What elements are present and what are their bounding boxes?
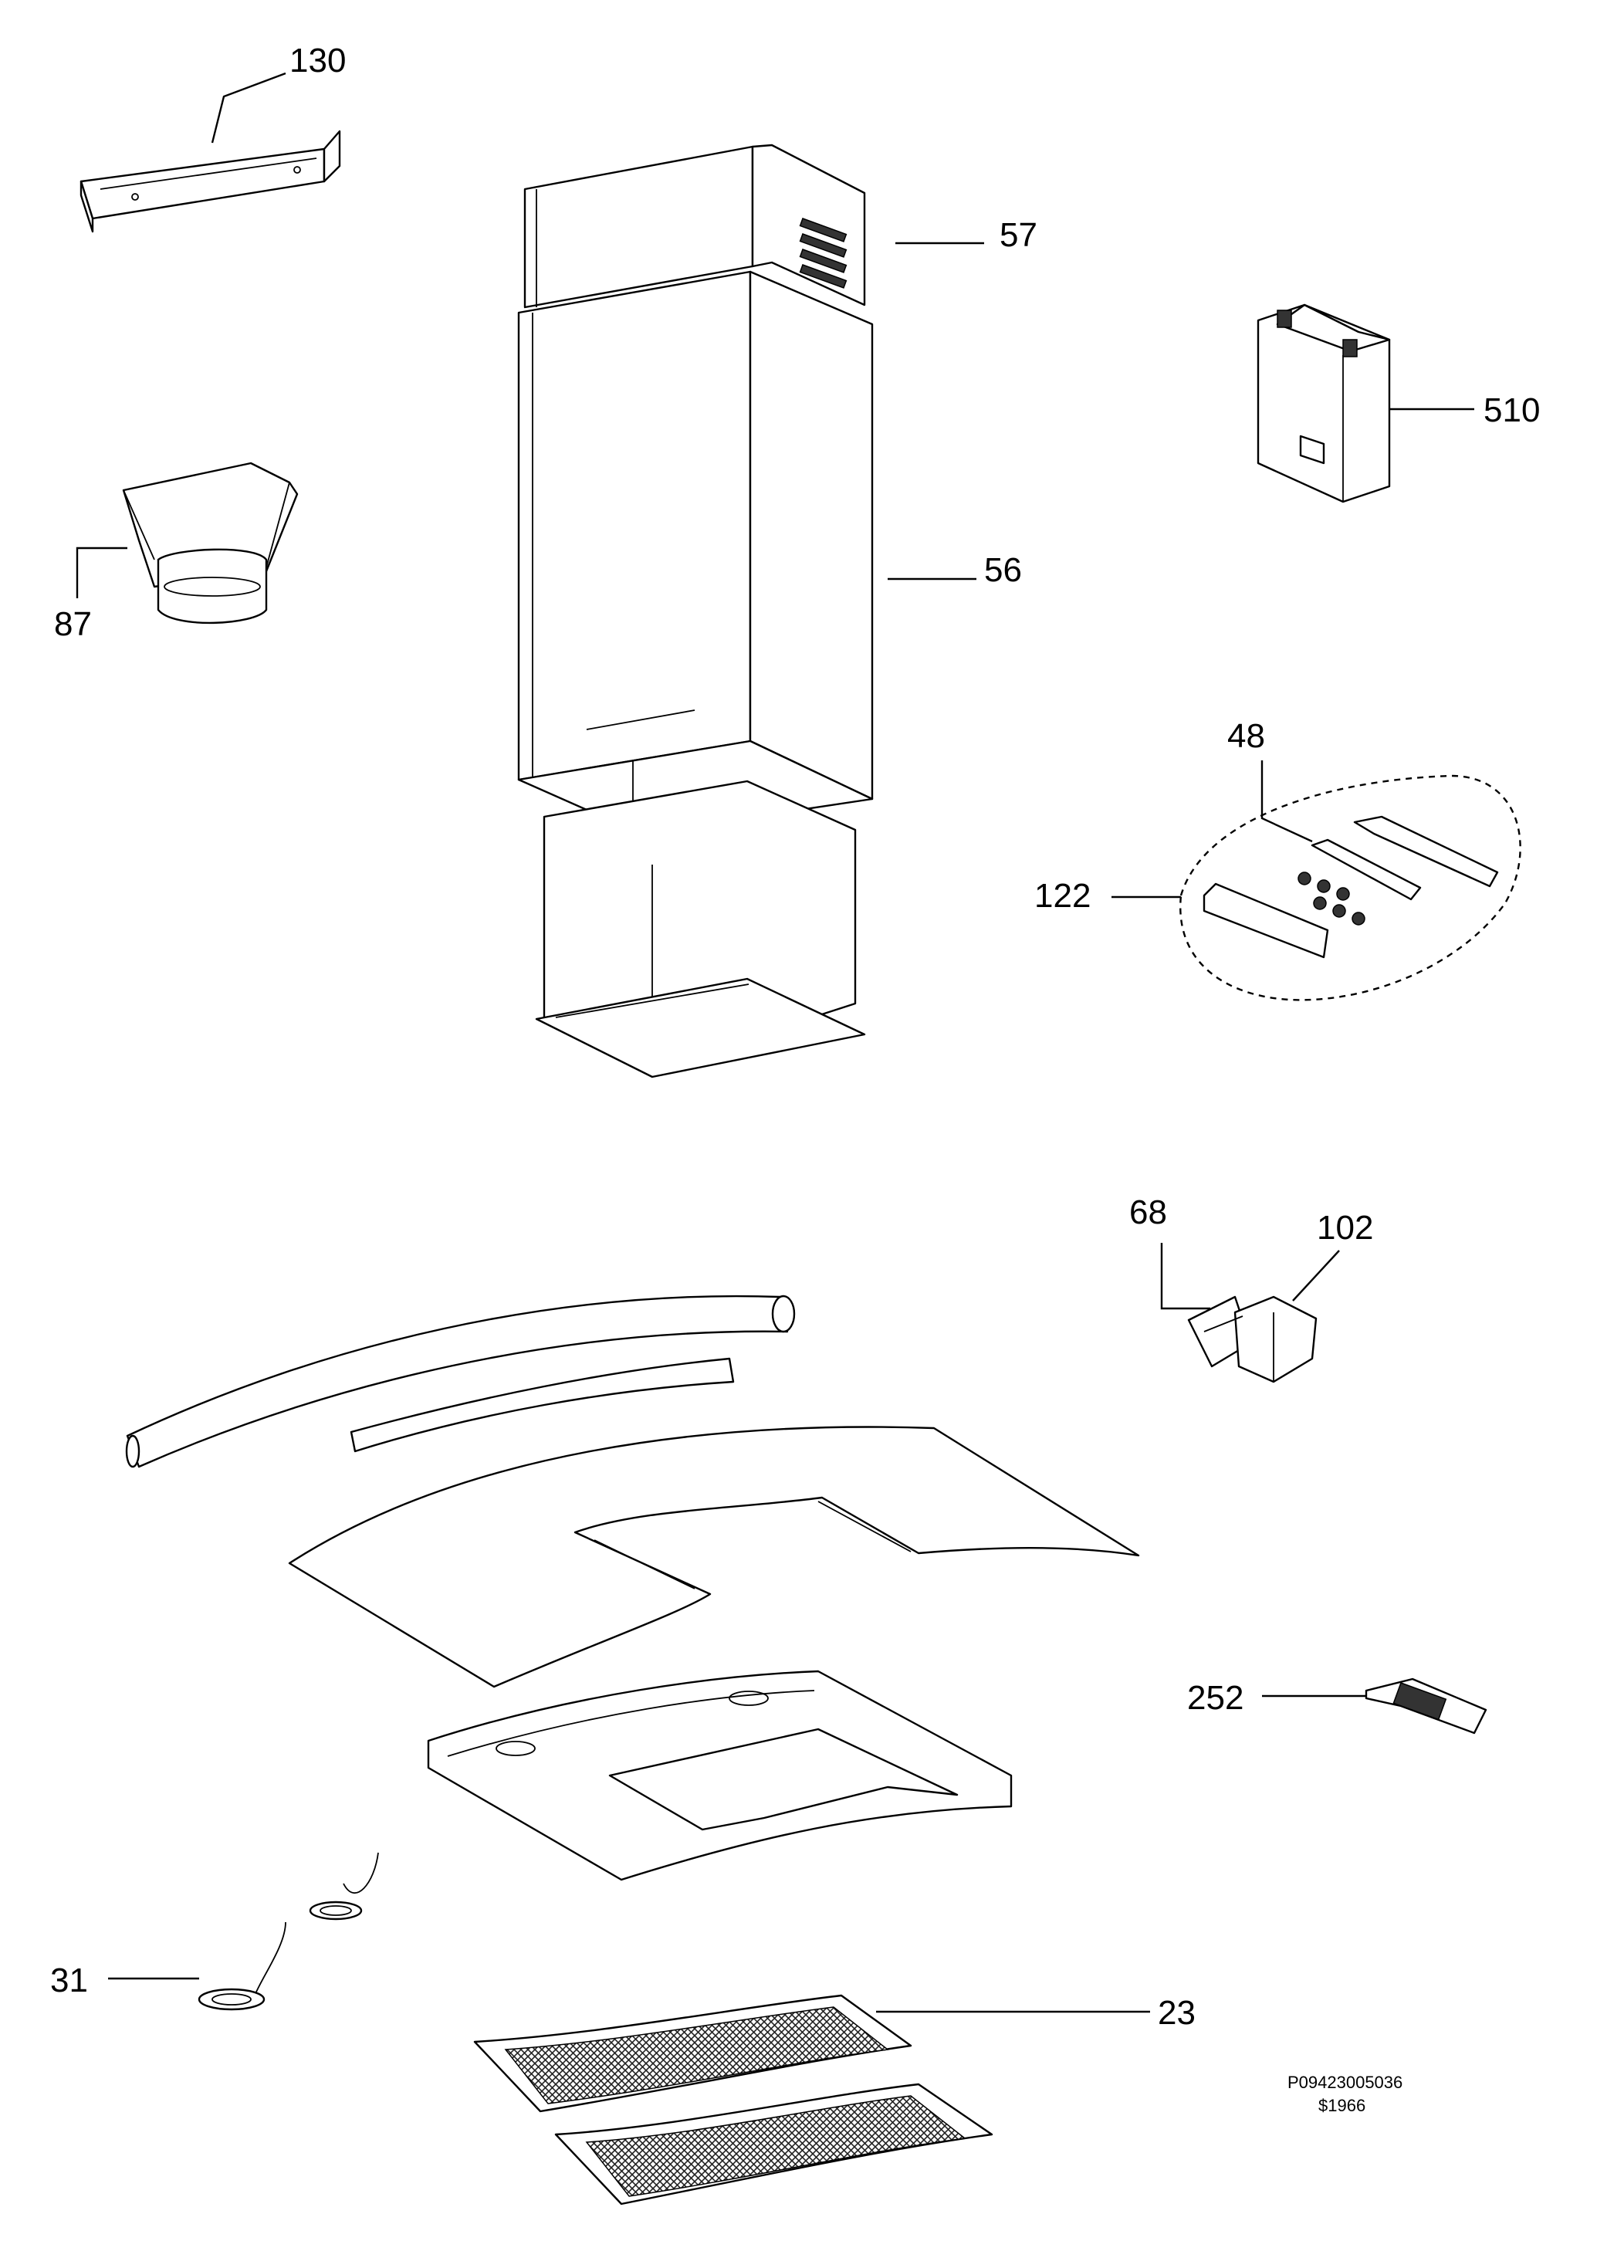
label-510: 510 — [1484, 391, 1540, 429]
inner-frame-box-part — [535, 780, 866, 1078]
curved-strip-part — [350, 1357, 735, 1453]
label-130: 130 — [289, 42, 346, 80]
callout-labels: 130 57 510 87 56 48 122 68 102 252 31 23 — [50, 42, 1540, 2032]
control-unit-group — [1179, 774, 1521, 1001]
air-reducer-part — [122, 462, 299, 625]
label-68: 68 — [1129, 1193, 1167, 1231]
vent-grille — [799, 218, 848, 289]
dashed-outline — [1179, 774, 1521, 1001]
upper-chimney-part — [523, 144, 866, 309]
drawing-code: P09423005036 — [1287, 2073, 1402, 2092]
hood-body-part — [427, 1670, 1013, 1881]
label-56: 56 — [984, 551, 1022, 589]
curved-glass-panel-part — [288, 1426, 1140, 1688]
curved-hose-part — [125, 1295, 796, 1468]
label-31: 31 — [50, 1962, 88, 1999]
label-23: 23 — [1158, 1994, 1196, 2032]
wall-bracket-part — [80, 130, 341, 233]
lower-chimney-part — [517, 270, 874, 835]
label-87: 87 — [54, 605, 92, 643]
grease-filter-part — [473, 1994, 993, 2205]
label-122: 122 — [1034, 877, 1091, 915]
cartridge-part — [1365, 1677, 1487, 1735]
label-48: 48 — [1227, 717, 1265, 755]
drawing-ref: $1966 — [1318, 2096, 1365, 2115]
motor-bracket-group — [1187, 1295, 1318, 1383]
label-102: 102 — [1317, 1209, 1373, 1247]
label-252: 252 — [1187, 1679, 1243, 1717]
leader-lines — [76, 72, 1474, 2013]
lamp-part — [198, 1852, 379, 2011]
label-57: 57 — [1000, 216, 1037, 254]
electronic-box-part — [1257, 303, 1391, 503]
